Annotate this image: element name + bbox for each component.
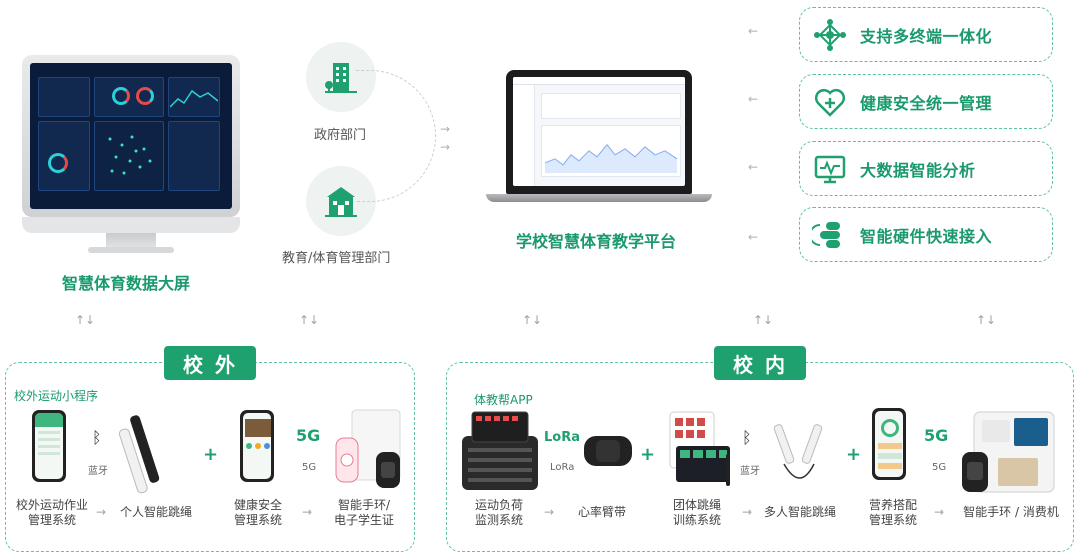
feature-label: 支持多终端一体化 xyxy=(860,26,993,46)
feature-label: 大数据智能分析 xyxy=(860,160,976,180)
education-label: 教育/体育管理部门 xyxy=(282,251,391,266)
school-building-icon xyxy=(325,187,357,217)
platform-laptop xyxy=(486,70,712,205)
feature-hardware: 智能硬件快速接入 xyxy=(799,207,1053,262)
bidirectional-arrow-icon: ↑↓ xyxy=(522,313,543,327)
outside-app-label: 校外运动小程序 xyxy=(14,389,99,403)
group-rope-tablet-icon xyxy=(669,411,730,486)
nutrition-phone-app xyxy=(872,408,906,480)
inside-caption-2: 心率臂带 xyxy=(577,505,626,519)
bidirectional-arrow-icon: ↑↓ xyxy=(75,313,96,327)
inside-caption-3: 团体跳绳训练系统 xyxy=(672,498,721,527)
outside-caption-4: 智能手环/电子学生证 xyxy=(333,498,394,527)
platform-screen xyxy=(513,77,685,186)
monitor-pulse-icon xyxy=(814,155,846,183)
5g-icon: 5G xyxy=(296,426,321,445)
bluetooth-icon: ᛒ xyxy=(742,428,752,447)
big-screen-label: 智慧体育数据大屏 xyxy=(62,274,191,293)
data-screen-monitor xyxy=(22,55,240,255)
inside-badge: 校内 xyxy=(714,346,806,380)
inside-caption-6: 智能手环 / 消费机 xyxy=(963,505,1059,519)
inside-app-label: 体教帮APP xyxy=(474,393,533,407)
arrow-right-icon: → xyxy=(440,122,451,136)
inside-caption-4: 多人智能跳绳 xyxy=(763,505,836,519)
platform-chart-icon xyxy=(545,144,677,173)
feature-multi-terminal: 支持多终端一体化 xyxy=(799,7,1053,62)
arrow-left-icon: ← xyxy=(748,24,759,38)
5g-label: 5G xyxy=(302,462,317,473)
multi-jump-rope-icon xyxy=(773,424,823,479)
outside-caption-1: 校外运动作业管理系统 xyxy=(15,498,88,527)
network-nodes-icon xyxy=(814,18,846,51)
load-monitor-case-icon xyxy=(462,411,538,490)
dashboard-screen xyxy=(30,63,232,209)
heart-plus-icon xyxy=(814,88,846,117)
5g-label: 5G xyxy=(932,462,947,473)
platform-label: 学校智慧体育教学平台 xyxy=(516,232,677,251)
bidirectional-arrow-icon: ↑↓ xyxy=(299,313,320,327)
feature-health-safety: 健康安全统一管理 xyxy=(799,74,1053,129)
outside-badge: 校外 xyxy=(164,346,256,380)
arrow-left-icon: ← xyxy=(748,230,759,244)
bluetooth-label: 蓝牙 xyxy=(740,466,760,477)
trend-chart-icon xyxy=(170,89,218,108)
bluetooth-label: 蓝牙 xyxy=(88,466,108,477)
outside-phone-app xyxy=(32,410,66,482)
arrow-right-icon: → xyxy=(96,505,107,519)
smart-band-card-icon xyxy=(335,409,401,488)
jump-rope-handle-icon xyxy=(118,415,160,494)
plus-icon: + xyxy=(846,444,862,465)
arrow-left-icon: ← xyxy=(748,92,759,106)
feature-big-data: 大数据智能分析 xyxy=(799,141,1053,196)
health-phone-app xyxy=(240,410,274,482)
smart-band-pos-icon xyxy=(962,411,1055,493)
plus-icon: + xyxy=(203,444,219,465)
lora-icon: LoRa xyxy=(544,430,580,445)
arrow-right-icon: → xyxy=(544,505,555,519)
bidirectional-arrow-icon: ↑↓ xyxy=(976,313,997,327)
lora-label: LoRa xyxy=(550,462,575,473)
plus-icon: + xyxy=(640,444,656,465)
arrow-right-icon: → xyxy=(302,505,313,519)
arrow-right-icon: → xyxy=(742,505,753,519)
hardware-connect-icon xyxy=(812,221,840,248)
dot-map-icon xyxy=(108,135,152,175)
arrow-right-icon: → xyxy=(440,140,451,154)
outside-caption-2: 个人智能跳绳 xyxy=(119,505,192,519)
feature-label: 智能硬件快速接入 xyxy=(860,226,993,246)
outside-caption-3: 健康安全管理系统 xyxy=(233,498,282,527)
arrow-left-icon: ← xyxy=(748,160,759,174)
5g-icon: 5G xyxy=(924,426,949,445)
government-building-icon xyxy=(325,63,357,93)
feature-label: 健康安全统一管理 xyxy=(860,93,993,113)
bluetooth-icon: ᛒ xyxy=(92,428,102,447)
heart-rate-armband-icon xyxy=(584,436,632,466)
inside-caption-5: 营养搭配管理系统 xyxy=(868,498,917,527)
inside-caption-1: 运动负荷监测系统 xyxy=(474,498,523,527)
government-label: 政府部门 xyxy=(314,128,367,143)
department-connector xyxy=(356,70,436,202)
arrow-right-icon: → xyxy=(934,505,945,519)
bidirectional-arrow-icon: ↑↓ xyxy=(753,313,774,327)
